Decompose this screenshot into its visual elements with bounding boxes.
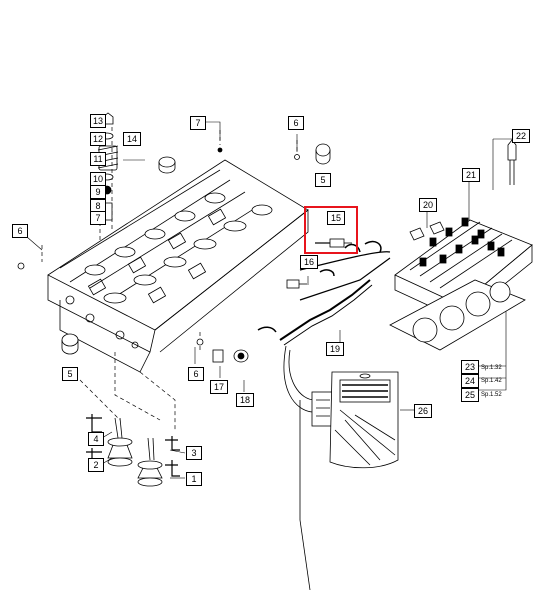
callout-12[interactable]: 12 <box>90 132 106 146</box>
valves <box>86 414 180 487</box>
callout-1[interactable]: 1 <box>186 472 202 486</box>
callout-24[interactable]: 24 <box>461 374 479 388</box>
callout-22[interactable]: 22 <box>512 129 530 143</box>
callout-5-left[interactable]: 5 <box>62 367 78 381</box>
callout-2[interactable]: 2 <box>88 458 104 472</box>
callout-17[interactable]: 17 <box>210 380 228 394</box>
callout-25[interactable]: 25 <box>461 388 479 402</box>
callout-15[interactable]: 15 <box>327 211 345 225</box>
callout-18[interactable]: 18 <box>236 393 254 407</box>
callout-19[interactable]: 19 <box>326 342 344 356</box>
glow-plug <box>315 238 352 248</box>
callout-6-bottom[interactable]: 6 <box>188 367 204 381</box>
callout-21[interactable]: 21 <box>462 168 480 182</box>
callout-9[interactable]: 9 <box>90 185 106 199</box>
reference-sp-1-32: Sp.1.32 <box>481 365 502 371</box>
callout-11[interactable]: 11 <box>90 152 106 166</box>
callout-23[interactable]: 23 <box>461 360 479 374</box>
reference-sp-1-42: Sp.1.42 <box>481 378 502 384</box>
callout-13[interactable]: 13 <box>90 114 106 128</box>
cylinder-head-main <box>47 159 309 373</box>
head-gasket <box>389 279 526 351</box>
callout-14[interactable]: 14 <box>123 132 141 146</box>
callout-16[interactable]: 16 <box>300 255 318 269</box>
callout-6-left[interactable]: 6 <box>12 224 28 238</box>
callout-6-top[interactable]: 6 <box>288 116 304 130</box>
callout-4[interactable]: 4 <box>88 432 104 446</box>
callout-5-right[interactable]: 5 <box>315 173 331 187</box>
callout-20[interactable]: 20 <box>419 198 437 212</box>
callout-3[interactable]: 3 <box>186 446 202 460</box>
highlight-box-part-15 <box>304 206 358 254</box>
reference-sp-1-52: Sp.1.52 <box>481 392 502 398</box>
callout-10[interactable]: 10 <box>90 172 106 186</box>
callout-26[interactable]: 26 <box>414 404 432 418</box>
callout-7-top[interactable]: 7 <box>190 116 206 130</box>
gasket-bag <box>329 371 399 469</box>
callout-7-left[interactable]: 7 <box>90 211 106 225</box>
harness <box>212 240 391 591</box>
